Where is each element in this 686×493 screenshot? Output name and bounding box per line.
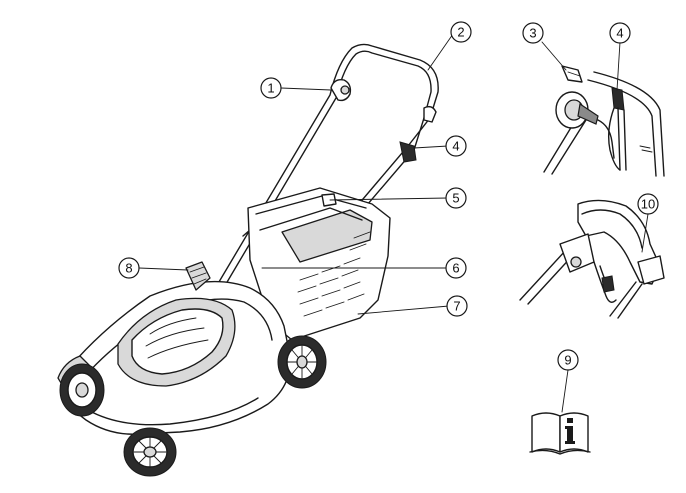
rear-wheel — [277, 335, 327, 389]
leader-lines — [138, 33, 649, 413]
lawnmower-illustration — [57, 43, 439, 477]
callout-1: 1 — [260, 77, 282, 99]
callout-4: 4 — [445, 135, 467, 157]
callout-label: 7 — [453, 299, 460, 314]
callout-5: 5 — [445, 187, 467, 209]
grass-collection-box — [247, 187, 391, 341]
plug-socket — [555, 91, 615, 159]
callout-10: 10 — [637, 193, 659, 215]
callout-3: 3 — [522, 22, 544, 44]
detail-switch-box — [519, 199, 665, 319]
callout-8: 8 — [118, 257, 140, 279]
callout-label: 10 — [641, 197, 655, 212]
callout-9: 9 — [557, 349, 579, 371]
detail-plug-and-strain-relief — [543, 65, 665, 177]
callout-label: 5 — [452, 191, 459, 206]
mains-plug — [561, 65, 583, 83]
callout-7: 7 — [446, 295, 468, 317]
callout-6: 6 — [445, 257, 467, 279]
callout-label: 8 — [125, 261, 132, 276]
callout-4-detail: 4 — [609, 22, 631, 44]
cable-strain-relief-hook — [607, 87, 627, 171]
callout-2: 2 — [450, 21, 472, 43]
callout-label: 9 — [564, 353, 571, 368]
callout-label: 4 — [452, 139, 459, 154]
handle-clamp — [399, 105, 437, 163]
callout-label: 1 — [267, 81, 274, 96]
front-wheel-right — [123, 427, 177, 477]
info-book-icon — [529, 412, 591, 455]
height-adjustment-lever — [185, 261, 211, 291]
callout-label: 2 — [457, 25, 464, 40]
switch-housing — [559, 233, 665, 285]
callout-label: 6 — [452, 261, 459, 276]
callout-label: 4 — [616, 26, 623, 41]
front-wheel-left — [59, 363, 105, 417]
cable-hook — [330, 78, 352, 102]
callout-label: 3 — [529, 26, 536, 41]
